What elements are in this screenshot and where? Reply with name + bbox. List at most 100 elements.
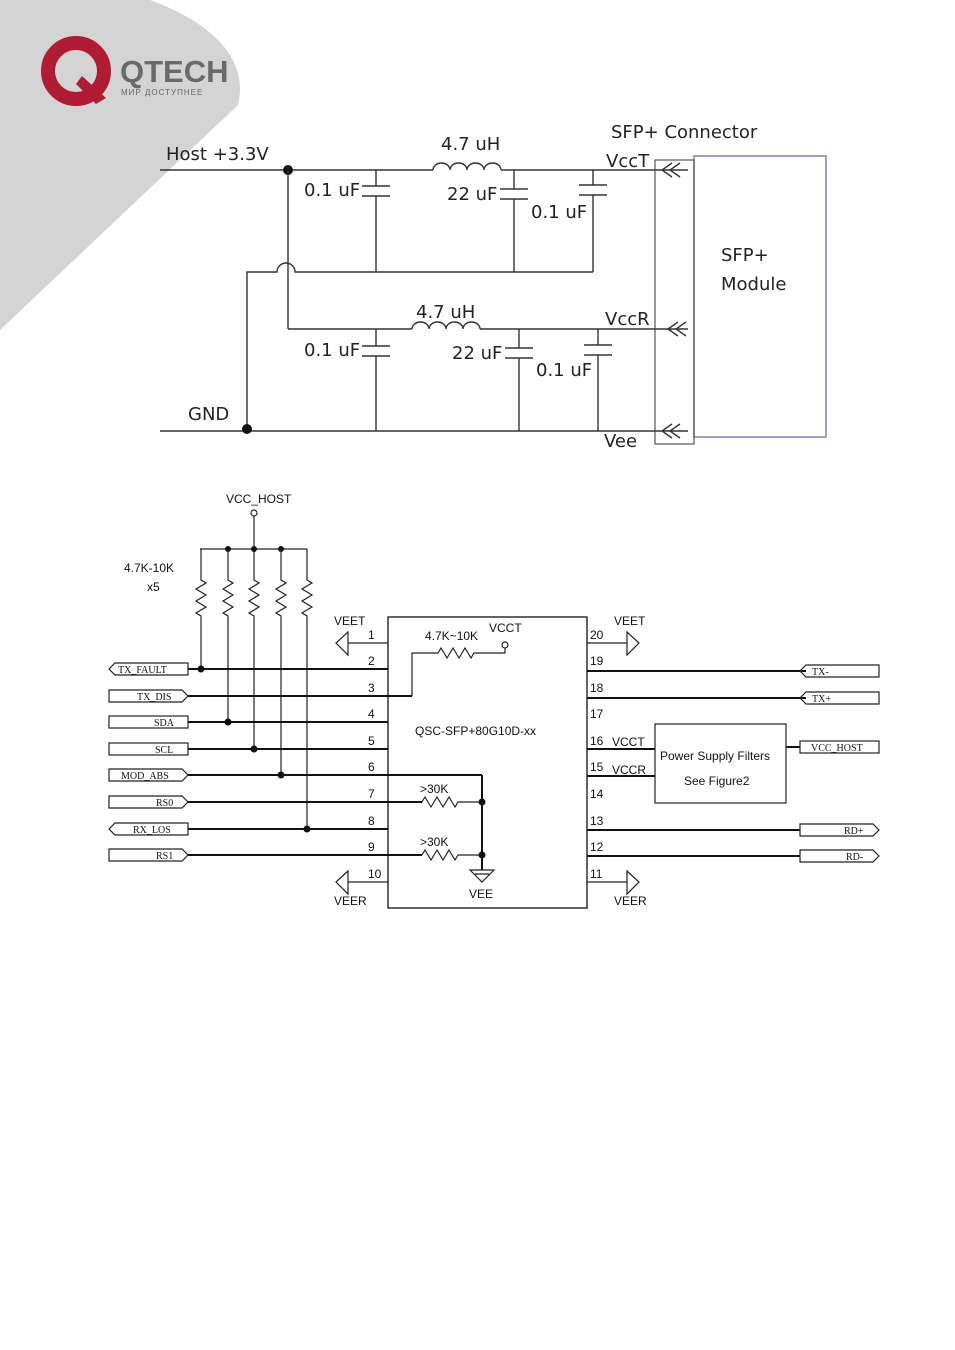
logo-tagline: МИР ДОСТУПНЕЕ [121,88,203,97]
gnd-node [242,424,252,434]
veet-left-label: VEET [334,614,366,628]
logo-ring [41,36,111,106]
vcct-label: VccT [606,151,650,172]
res-30k-b-label: >30K [420,835,448,849]
top-cap-3-label: 0.1 uF [531,202,587,223]
veet-left-arrow-icon [335,630,349,657]
pin-6: 6 [368,760,375,774]
signal-rd-plus [799,823,880,837]
rs1-pulldown-resistor [421,848,482,862]
vccr-chevron-icon [666,321,687,337]
bottom-inductor-label: 4.7 uH [416,302,475,323]
signal-rx-los-label: RX_LOS [133,825,171,836]
signal-tx-minus [799,664,880,678]
veet-right-label: VEET [614,614,646,628]
chip-label: QSC-SFP+80G10D-xx [415,724,536,738]
signal-rd-minus [799,849,880,863]
pin-4: 4 [368,707,375,721]
chip-body [387,616,588,909]
pullup-resistor-2 [221,549,235,722]
pullup-resistor-4 [274,549,288,775]
pin-10: 10 [368,867,382,881]
pin-15: 15 [590,760,604,774]
logo-wordmark: QTECH [120,54,229,89]
sfp-connector-box [654,159,695,445]
veer-left-label: VEER [334,894,367,908]
veer-right-label: VEER [614,894,647,908]
pin-8: 8 [368,814,375,828]
internal-vcct-label: VCCT [489,621,522,635]
vee-ground-icon [468,869,496,883]
pin15-vccr-label: VCCR [612,763,646,777]
pullup-resistor-5 [300,549,314,829]
top-cap-2-label: 22 uF [447,184,497,205]
psf-line-1: Power Supply Filters [660,749,770,763]
power-filter-diagram: SFP+ Connector SFP+ Module Host +3.3V 4.… [160,122,827,452]
vee-label: Vee [604,431,637,452]
bottom-inductor [411,321,481,330]
pullup-value-label: 4.7K-10K [124,561,174,575]
pin-9: 9 [368,840,375,854]
signal-rs1 [108,848,189,862]
veer-right-arrow-icon [626,869,640,896]
pin-5: 5 [368,734,375,748]
header-logo: QTECH МИР ДОСТУПНЕЕ [0,0,240,330]
pullup-count-label: x5 [147,580,160,594]
pin-connection-diagram: QSC-SFP+80G10D-xx VCC_HOST 4.7K-10K x5 T… [108,492,880,909]
pin16-vcct-label: VCCT [612,735,645,749]
vcct-terminal [501,641,509,649]
signal-vcc-host-label: VCC_HOST [811,743,863,754]
signal-sda [108,715,189,729]
top-inductor [432,162,502,171]
vcc-host-terminal [250,509,258,517]
connector-title: SFP+ Connector [611,122,758,143]
signal-tx-plus [799,691,880,705]
internal-pullup-resistor [411,646,506,696]
vccr-label: VccR [605,309,650,330]
pin-7: 7 [368,787,375,801]
bottom-cap-3-label: 0.1 uF [536,360,592,381]
signal-rx-los [108,822,189,836]
psf-line-2: See Figure2 [684,774,750,788]
signal-rd-minus-label: RD- [846,852,863,863]
veet-right-arrow-icon [626,630,640,657]
signal-scl [108,742,189,756]
vcc-host-label: VCC_HOST [226,492,292,506]
bottom-cap-2-label: 22 uF [452,343,502,364]
signal-rs0 [108,795,189,809]
module-label-1: SFP+ [721,245,769,266]
signal-mod-abs [108,768,189,782]
bottom-cap-1-label: 0.1 uF [304,340,360,361]
gnd-label: GND [188,404,229,425]
signal-tx-dis [108,689,189,703]
vee-ground-label: VEE [469,887,493,901]
logo-tail [76,76,106,104]
signal-rs1-label: RS1 [156,851,173,862]
pin-18: 18 [590,681,604,695]
pin-14: 14 [590,787,604,801]
top-inductor-label: 4.7 uH [441,134,500,155]
pin-17: 17 [590,707,604,721]
signal-tx-fault-label: TX_FAULT [118,665,167,676]
signal-tx-plus-label: TX+ [812,694,831,705]
pin-2: 2 [368,654,375,668]
pullup-resistor-3 [247,549,261,749]
sfp-module-box [693,155,827,438]
signal-rd-plus-label: RD+ [844,826,864,837]
pin-12: 12 [590,840,604,854]
pin-19: 19 [590,654,604,668]
module-label-2: Module [721,274,786,295]
top-cap-1-label: 0.1 uF [304,180,360,201]
signal-rs0-label: RS0 [156,798,173,809]
pullup-resistor-1 [194,549,208,669]
pin-3: 3 [368,681,375,695]
signal-sda-label: SDA [154,718,175,729]
grey-corner-shape [0,0,240,330]
rs0-pulldown-resistor [421,795,482,809]
signal-mod-abs-label: MOD_ABS [121,771,169,782]
signal-vcc-host [799,740,880,754]
veer-left-arrow-icon [335,869,349,896]
internal-res-label: 4.7K~10K [425,629,478,643]
pin-20: 20 [590,628,604,642]
